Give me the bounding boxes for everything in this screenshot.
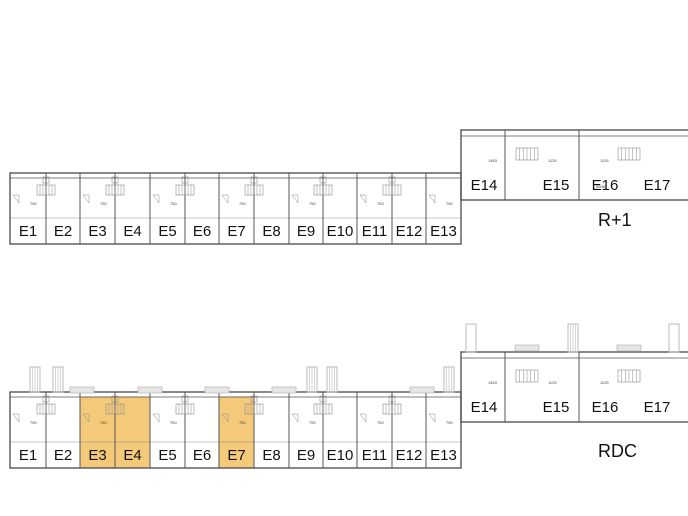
unit-label-e7: E7 (227, 223, 245, 240)
unit-label-e10: E10 (327, 447, 354, 464)
dimension-label: 750 (239, 420, 246, 425)
unit-label-e9: E9 (297, 223, 315, 240)
roof-vent (616, 344, 642, 352)
unit-label-e16: E16 (592, 399, 619, 416)
roof-vent (137, 386, 163, 394)
fixture (291, 413, 299, 423)
shaft (42, 395, 50, 403)
fixture (152, 194, 160, 204)
fixture (291, 194, 299, 204)
unit-label-e15: E15 (543, 177, 570, 194)
fixture (12, 413, 20, 423)
unit-label-e17: E17 (644, 399, 671, 416)
fixture (359, 194, 367, 204)
fixture (221, 413, 229, 423)
dimension-label: 1463 (488, 158, 498, 163)
dimension-label: 1125 (600, 380, 609, 385)
dimension-label: 750 (446, 420, 453, 425)
unit-label-e9: E9 (297, 447, 315, 464)
dimension-label: 750 (30, 201, 37, 206)
unit-label-e12: E12 (396, 223, 423, 240)
roof-vent (69, 386, 95, 394)
row-outline (9, 172, 462, 245)
dimension-label: 750 (239, 201, 246, 206)
shaft (319, 176, 327, 184)
dimension-label: 750 (170, 420, 177, 425)
unit-label-e14: E14 (471, 399, 498, 416)
shaft (250, 395, 258, 403)
dimension-label: 750 (377, 201, 384, 206)
chimney (465, 323, 477, 353)
level-label-rdc: RDC (598, 441, 637, 461)
dimension-label: 750 (100, 201, 107, 206)
shaft (181, 395, 189, 403)
fixture (428, 194, 436, 204)
unit-label-e7: E7 (227, 447, 245, 464)
shaft (111, 176, 119, 184)
unit-label-e17: E17 (644, 177, 671, 194)
dimension-label: 1125 (600, 158, 609, 163)
dimension-label: 750 (30, 420, 37, 425)
shaft (42, 176, 50, 184)
fixture (428, 413, 436, 423)
dimension-label: 5998 (596, 184, 606, 189)
dimension-label: 750 (170, 201, 177, 206)
fixture (12, 194, 20, 204)
roof-vent (271, 386, 297, 394)
dimension-label: 1125 (548, 158, 557, 163)
unit-label-e16: E16 (592, 177, 619, 194)
unit-label-e15: E15 (543, 399, 570, 416)
unit-label-e6: E6 (193, 223, 211, 240)
fixture (152, 413, 160, 423)
roof-vent (204, 386, 230, 394)
shaft (181, 176, 189, 184)
level-label-r1: R+1 (598, 210, 632, 230)
dimension-label: 750 (100, 420, 107, 425)
unit-label-e1: E1 (19, 223, 37, 240)
chimney (668, 323, 680, 353)
fixture (82, 194, 90, 204)
unit-label-e1: E1 (19, 447, 37, 464)
shaft (250, 176, 258, 184)
shaft (388, 176, 396, 184)
unit-label-e3: E3 (88, 447, 106, 464)
unit-label-e11: E11 (362, 447, 388, 464)
unit-label-e8: E8 (262, 447, 280, 464)
unit-label-e4: E4 (123, 223, 141, 240)
row-outline (9, 391, 462, 469)
dimension-label: 750 (377, 420, 384, 425)
unit-label-e10: E10 (327, 223, 354, 240)
fixture (221, 194, 229, 204)
dimension-label: 1463 (488, 380, 498, 385)
unit-label-e2: E2 (54, 447, 72, 464)
dimension-label: 750 (446, 201, 453, 206)
unit-label-e5: E5 (158, 223, 176, 240)
unit-label-e13: E13 (430, 447, 457, 464)
unit-label-e3: E3 (88, 223, 106, 240)
unit-label-e6: E6 (193, 447, 211, 464)
dimension-label: 1125 (548, 380, 557, 385)
unit-label-e11: E11 (362, 223, 388, 240)
unit-label-e14: E14 (471, 177, 498, 194)
shaft (111, 395, 119, 403)
dimension-label: 750 (309, 420, 316, 425)
unit-label-e2: E2 (54, 223, 72, 240)
roof-vent (514, 344, 540, 352)
fixture (359, 413, 367, 423)
unit-label-e4: E4 (123, 447, 141, 464)
dimension-label: 750 (309, 201, 316, 206)
annex-outline (460, 129, 688, 201)
unit-label-e13: E13 (430, 223, 457, 240)
unit-label-e8: E8 (262, 223, 280, 240)
unit-label-e5: E5 (158, 447, 176, 464)
shaft (388, 395, 396, 403)
fixture (82, 413, 90, 423)
roof-vent (409, 386, 435, 394)
unit-label-e12: E12 (396, 447, 423, 464)
shaft (319, 395, 327, 403)
